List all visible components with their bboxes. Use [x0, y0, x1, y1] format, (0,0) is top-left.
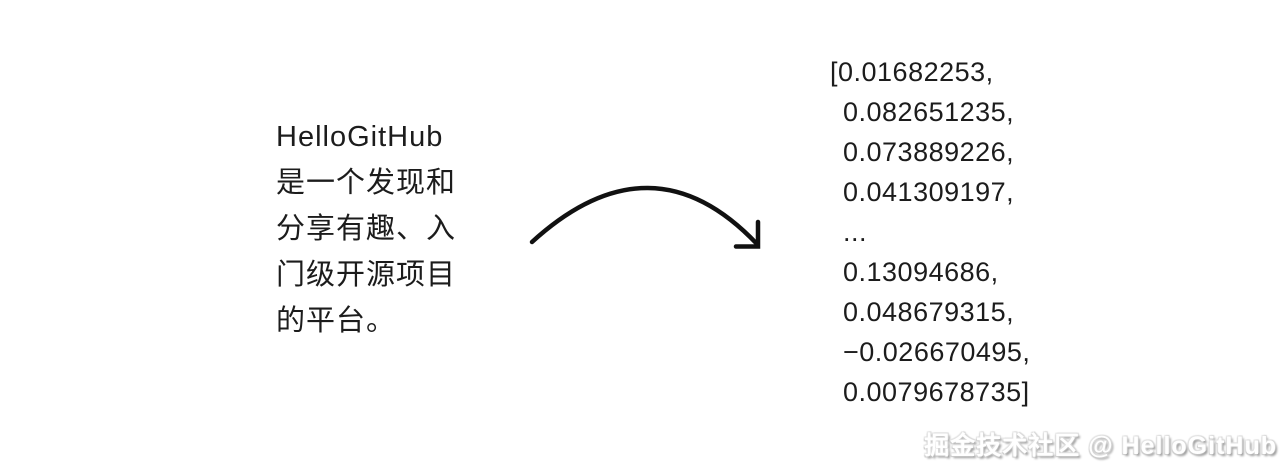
source-text-line: 分享有趣、入: [276, 213, 457, 245]
embedding-vector-block: [0.01682253, 0.082651235, 0.073889226, 0…: [830, 52, 1030, 412]
vector-line: [0.01682253,: [830, 57, 994, 87]
source-text-line: 门级开源项目: [276, 259, 457, 291]
source-text-block: HelloGitHub 是一个发现和 分享有趣、入 门级开源项目 的平台。: [276, 114, 456, 344]
vector-line: 0.048679315,: [843, 297, 1015, 327]
vector-line: −0.026670495,: [843, 337, 1031, 367]
curved-arrow-svg: [529, 185, 761, 249]
vector-line: 0.082651235,: [843, 97, 1015, 127]
vector-line: 0.13094686,: [843, 257, 999, 287]
vector-line: 0.073889226,: [843, 137, 1015, 167]
vector-line: 0.0079678735]: [843, 377, 1030, 407]
vector-line: 0.041309197,: [843, 177, 1015, 207]
transform-arrow-icon: [525, 180, 770, 260]
vector-ellipsis-line: ...: [843, 217, 868, 247]
watermark: 掘金技术社区 @ HelloGitHub: [924, 432, 1277, 460]
source-text-line: HelloGitHub: [276, 121, 444, 153]
source-text-line: 是一个发现和: [276, 167, 457, 199]
source-text-line: 的平台。: [276, 305, 397, 337]
